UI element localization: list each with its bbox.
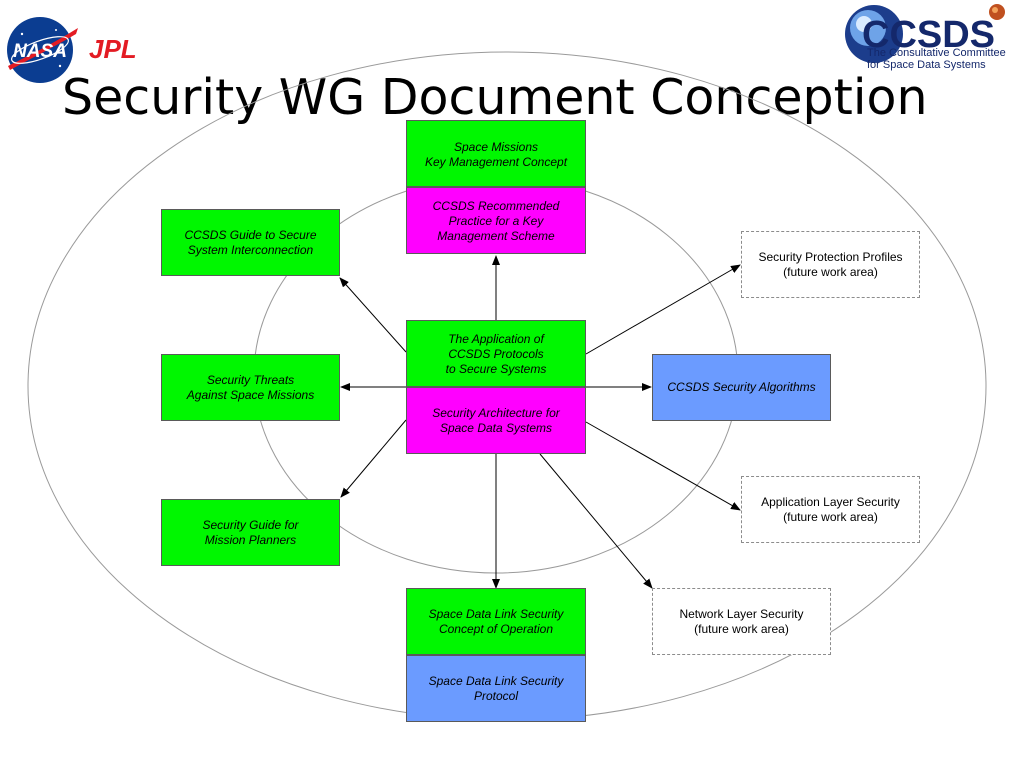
arrow-to-secure-interconnection [339,277,407,353]
box-security-algorithms: CCSDS Security Algorithms [652,354,831,421]
box-network-layer-security-label: Network Layer Security (future work area… [679,607,804,636]
box-protection-profiles-label: Security Protection Profiles (future wor… [758,250,903,279]
ccsds-subtitle-line2: for Space Data Systems [867,59,986,71]
box-sdls-protocol-label: Space Data Link Security Protocol [428,674,564,703]
slide-title: Security WG Document Conception [62,69,928,126]
ccsds-subtitle: The Consultative Committee for Space Dat… [867,47,1023,71]
box-guide-mission-planners: Security Guide for Mission Planners [161,499,340,566]
arrow-to-network-layer [539,453,653,589]
box-application-layer-security-label: Application Layer Security (future work … [761,495,900,524]
box-key-management-practice-label: CCSDS Recommended Practice for a Key Man… [432,199,560,243]
box-sdls-protocol: Space Data Link Security Protocol [406,655,586,722]
arrow-to-application-layer [585,421,741,511]
box-protection-profiles: Security Protection Profiles (future wor… [741,231,920,298]
box-guide-secure-interconnection-label: CCSDS Guide to Secure System Interconnec… [184,228,317,257]
box-sdls-concept-label: Space Data Link Security Concept of Oper… [428,607,564,636]
arrow-to-protection-profiles [585,264,741,355]
box-network-layer-security: Network Layer Security (future work area… [652,588,831,655]
box-guide-mission-planners-label: Security Guide for Mission Planners [202,518,299,547]
box-key-management-concept-label: Space Missions Key Management Concept [424,140,568,169]
box-guide-secure-interconnection: CCSDS Guide to Secure System Interconnec… [161,209,340,276]
nasa-logo: NASA [7,17,78,83]
svg-text:CCSDS: CCSDS [862,14,995,56]
box-application-of-protocols: The Application of CCSDS Protocols to Se… [406,320,586,387]
ccsds-subtitle-line1: The Consultative Committee [867,47,1006,59]
box-key-management-concept: Space Missions Key Management Concept [406,120,586,187]
arrow-to-mission-planners [340,419,407,498]
box-key-management-practice: CCSDS Recommended Practice for a Key Man… [406,187,586,254]
box-application-of-protocols-label: The Application of CCSDS Protocols to Se… [445,332,547,376]
svg-text:NASA: NASA [13,41,67,62]
box-security-architecture: Security Architecture for Space Data Sys… [406,387,586,454]
ccsds-logo: CCSDS [845,4,1005,63]
jpl-logo: JPL [89,34,137,64]
box-security-architecture-label: Security Architecture for Space Data Sys… [432,406,560,435]
box-security-threats: Security Threats Against Space Missions [161,354,340,421]
box-security-algorithms-label: CCSDS Security Algorithms [667,380,816,394]
box-sdls-concept: Space Data Link Security Concept of Oper… [406,588,586,655]
box-application-layer-security: Application Layer Security (future work … [741,476,920,543]
box-security-threats-label: Security Threats Against Space Missions [186,373,315,402]
